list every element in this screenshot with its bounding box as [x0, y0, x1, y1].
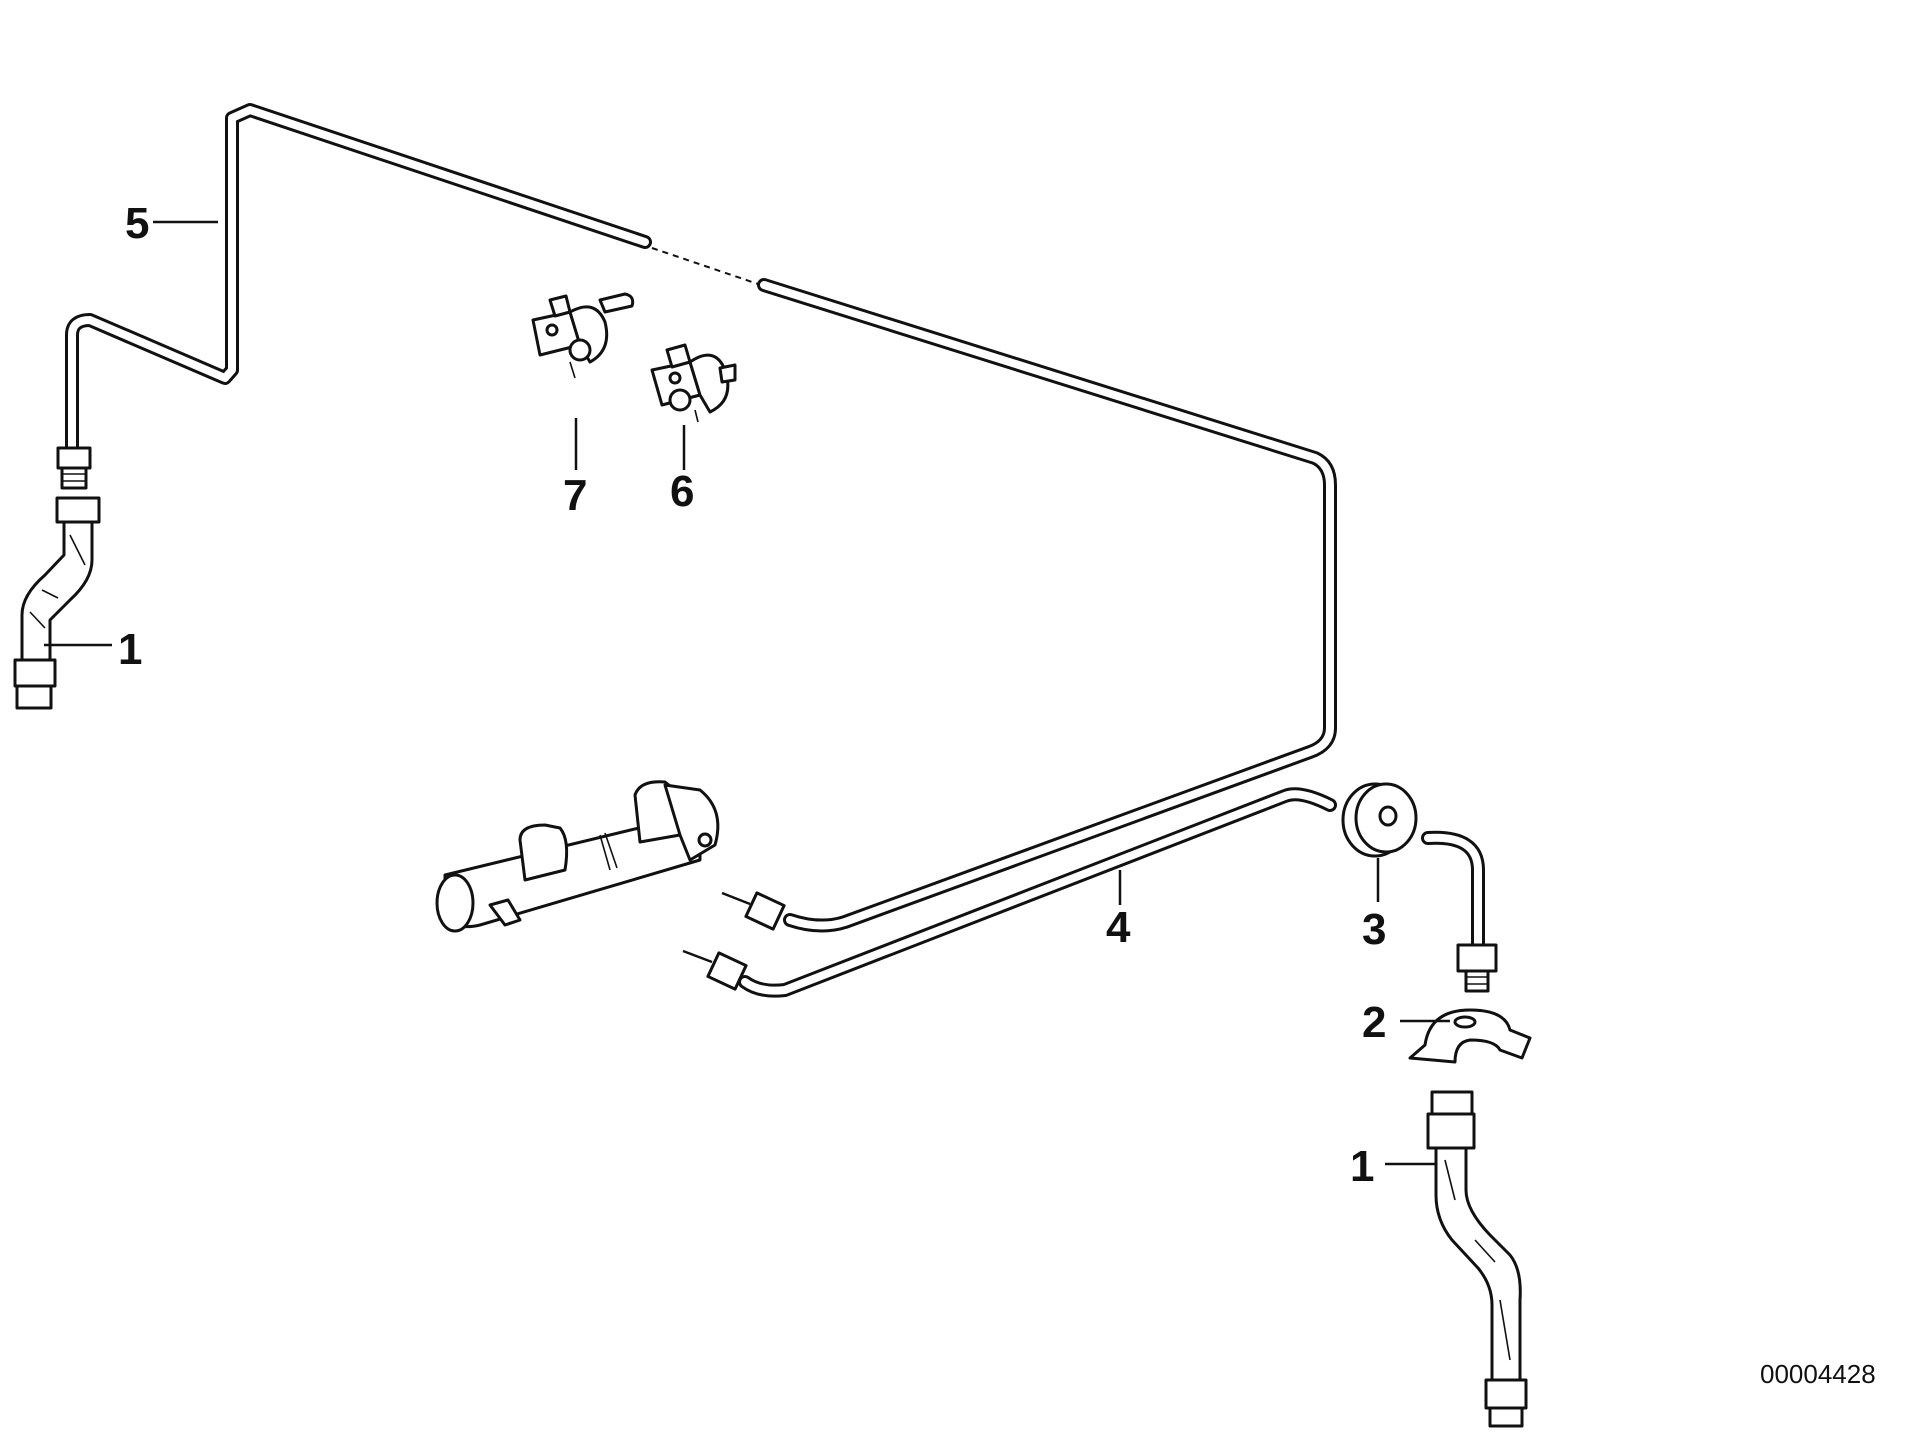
brake-hose-1-right[interactable] [1426, 1090, 1528, 1428]
document-number: 00004428 [1760, 1359, 1876, 1389]
pipe-union-upper [721, 891, 786, 931]
label-part-7: 7 [563, 471, 587, 520]
brake-pipe-4[interactable] [682, 787, 1498, 998]
pipe-clip-7[interactable] [531, 292, 635, 379]
callout-leaders [44, 220, 1450, 1166]
label-part-5: 5 [125, 199, 149, 248]
hose-bracket-2[interactable] [1408, 1008, 1532, 1064]
label-part-1-left: 1 [118, 625, 142, 674]
pipe-clip-6[interactable] [650, 343, 737, 423]
label-part-2: 2 [1362, 998, 1386, 1047]
label-part-3: 3 [1362, 905, 1386, 954]
pipe-union-right [1456, 943, 1498, 993]
pipe-union-lower [682, 949, 748, 991]
brake-master-cylinder [435, 780, 720, 933]
label-part-6: 6 [670, 467, 694, 516]
brake-pipe-5[interactable] [65, 103, 1337, 933]
brake-hose-1-left[interactable] [13, 446, 101, 710]
grommet-3[interactable] [1341, 782, 1418, 858]
label-part-4: 4 [1106, 903, 1131, 952]
label-part-1-right: 1 [1350, 1142, 1374, 1191]
